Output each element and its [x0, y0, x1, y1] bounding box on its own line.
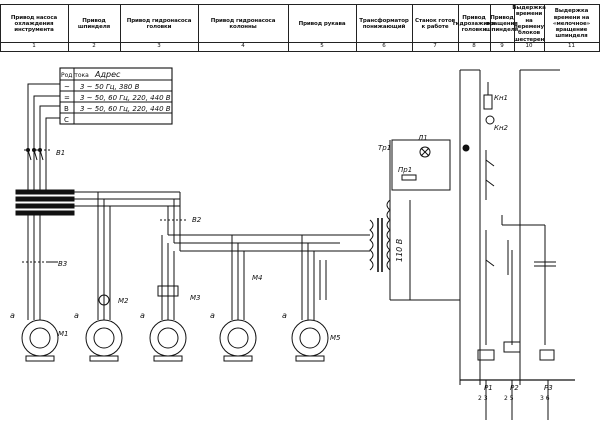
label-l1: Л1: [417, 134, 428, 142]
motor-m5-branch: M5 а: [282, 235, 341, 362]
header-top-line: [0, 4, 600, 5]
supply-table: Род тока Адрес ~ 3 ~ 50 Гц, 380 В = 3 ~ …: [59, 67, 173, 125]
col-num-8: 8: [472, 43, 476, 49]
label-m5: M5: [330, 334, 341, 342]
relay-num-2: 2 5: [504, 395, 514, 402]
supply-row3-val: 3 ~ 50, 60 Гц, 220, 440 В: [80, 105, 171, 113]
col-num-9: 9: [500, 43, 504, 49]
supply-header-right: Адрес: [94, 70, 121, 79]
col-num-6: 6: [382, 43, 386, 49]
supply-row2-key: =: [64, 94, 70, 102]
supply-row2-val: 3 ~ 50, 60 Гц, 220, 440 В: [80, 94, 171, 102]
supply-row1-val: 3 ~ 50 Гц, 380 В: [80, 83, 140, 91]
col-title-10: Выдержка времени на перемену блоков шест…: [512, 5, 546, 43]
header-table: Привод насоса охлаждения инструмента При…: [0, 0, 600, 52]
col-num-4: 4: [241, 43, 245, 49]
supply-row4-key: C: [64, 116, 69, 124]
label-tr1: Tp1: [378, 144, 391, 152]
relay-p3: [539, 349, 555, 361]
col-title-2: Привод шпинделя: [77, 17, 111, 30]
label-r1: P1: [484, 384, 493, 392]
col-title-7: Станок готов к работе: [414, 17, 456, 30]
busbar: [15, 189, 180, 216]
relay-num-3: 3 6: [540, 395, 550, 402]
ground-label-1: а: [10, 311, 15, 320]
col-num-5: 5: [320, 43, 324, 49]
transformer-tr1: Tp1 Л1 Пр1 110 В: [340, 134, 460, 301]
col-title-4: Привод гидронасоса колонны: [210, 17, 276, 30]
ground-label-5: а: [282, 311, 287, 320]
col-title-3: Привод гидронасоса головки: [126, 17, 192, 30]
label-m2: M2: [118, 297, 129, 305]
supply-header-left: Род тока: [61, 72, 89, 79]
motor-m2-branch: M2 а: [74, 192, 129, 362]
label-r3: P3: [544, 384, 553, 392]
label-b3: B3: [58, 260, 67, 268]
label-m4: M4: [252, 274, 263, 282]
supply-row1-key: ~: [64, 83, 70, 91]
switch-b2: B2: [160, 192, 340, 252]
label-km2: Кн2: [494, 124, 509, 132]
main-switch-b1: B1: [24, 148, 65, 161]
motor-m3-branch: M3 а: [140, 235, 201, 362]
col-title-6: Трансформатор понижающий: [359, 17, 409, 30]
label-b1: B1: [56, 149, 65, 157]
col-num-1: 1: [32, 43, 36, 49]
ground-label-4: а: [210, 311, 215, 320]
col-title-8: Привод гидрозажима головки: [452, 14, 496, 34]
col-title-1: Привод насоса охлаждения инструмента: [10, 14, 58, 34]
label-m3: M3: [190, 294, 201, 302]
label-110v: 110 В: [395, 239, 404, 262]
label-km1: Кн1: [494, 94, 508, 102]
relay-p1: [477, 349, 495, 361]
col-title-9: Привод вращения шпинделя: [485, 14, 519, 34]
motor-m1-branch: B3 M1 а: [10, 215, 69, 362]
header-bottom-line: [0, 51, 600, 52]
col-title-5: Привод рукава: [298, 20, 346, 27]
relay-p2: [503, 341, 521, 353]
col-num-3: 3: [157, 43, 161, 49]
label-b2: B2: [192, 216, 202, 224]
header-mid-line: [0, 42, 600, 43]
motor-m4-branch: M4 а: [210, 235, 263, 362]
label-m1: M1: [58, 330, 69, 338]
col-title-11: Выдержка времени на «мелочное» вращение …: [552, 8, 591, 40]
label-pr1: Пр1: [398, 166, 412, 174]
col-num-2: 2: [92, 43, 96, 49]
label-r2: P2: [510, 384, 519, 392]
supply-row3-key: B: [64, 105, 69, 113]
col-num-7: 7: [433, 43, 437, 49]
col-num-10: 10: [525, 43, 533, 49]
col-num-11: 11: [568, 43, 575, 49]
relay-num-1: 2 3: [478, 395, 488, 402]
feeder-lines: [27, 83, 60, 190]
ground-label-2: а: [74, 311, 79, 320]
control-circuit: Кн1 Кн2 P1 P2 P3 2 3 2 5 3 6: [459, 69, 575, 420]
ground-label-3: а: [140, 311, 145, 320]
